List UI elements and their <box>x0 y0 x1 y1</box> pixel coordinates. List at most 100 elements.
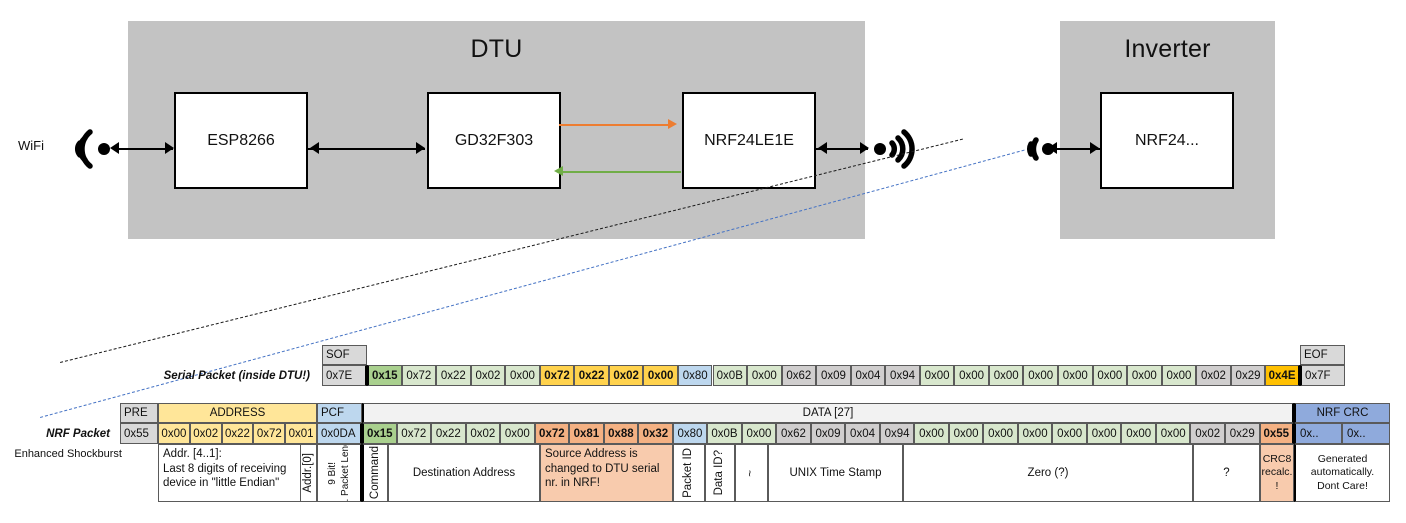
annotation-tilde-text: ~ <box>744 469 757 477</box>
nrf-byte-cell: 0x00 <box>1052 423 1087 444</box>
inverter-enclosure: Inverter <box>1060 21 1275 239</box>
arrow-nrf-to-gd32-rx <box>554 165 563 176</box>
link-esp-gd32 <box>308 148 425 150</box>
nrf-byte-cell: 0x09 <box>810 423 846 444</box>
nrf-byte-cell: 0x00 <box>1017 423 1053 444</box>
annotation-command: Command <box>362 444 388 502</box>
chip-nrf24-inverter-label: NRF24... <box>1134 131 1199 149</box>
annotation-zero-text: Zero (?) <box>1027 466 1069 479</box>
chip-esp8266: ESP8266 <box>174 92 308 189</box>
nrf-packet-label: NRF Packet <box>46 428 110 440</box>
annotation-source-address: Source Address is changed to DTU serial … <box>540 444 673 502</box>
serial-byte-cell: 0x00 <box>988 365 1024 386</box>
chip-gd32f303-label: GD32F303 <box>454 131 534 149</box>
nrf-pre-header: PRE <box>120 403 158 423</box>
serial-byte-cell: 0x00 <box>1092 365 1128 386</box>
nrf-packet-sublabel: Enhanced Shockburst <box>14 448 122 460</box>
nrf-byte-cell: 0x80 <box>672 423 708 444</box>
arrow-esp-to-wifi <box>110 142 119 154</box>
serial-byte-cell: 0x15 <box>367 365 402 386</box>
nrf-byte-cell: 0x81 <box>569 423 604 444</box>
serial-byte-cell: 0x04 <box>850 365 886 386</box>
arrow-gd32-to-nrf-tx <box>668 118 677 129</box>
annotation-crc8-line1: CRC8 <box>1262 453 1292 466</box>
nrf-byte-cell: 0x72 <box>534 423 570 444</box>
link-gd32-to-nrf-tx <box>559 124 671 126</box>
link-wifi-esp <box>115 148 173 150</box>
serial-byte-cell: 0x00 <box>505 365 540 386</box>
wifi-antenna-icon <box>60 120 120 183</box>
nrf-address-byte-cell: 0x01 <box>285 423 317 444</box>
annotation-packet-id: Packet ID <box>673 444 705 502</box>
nrf-byte-cell: 0x00 <box>741 423 777 444</box>
chip-nrf24le1e-label: NRF24LE1E <box>704 131 794 149</box>
annotation-destination-address-text: Destination Address <box>412 466 516 479</box>
serial-byte-cell: 0x02 <box>608 365 644 386</box>
nrf-byte-cell: 0x00 <box>500 423 535 444</box>
arrow-antenna-to-nrf <box>818 142 827 154</box>
serial-byte-cell: 0x94 <box>885 365 920 386</box>
annotation-data-id: Data ID? <box>705 444 735 502</box>
nrf-address-byte-cell: 0x72 <box>253 423 286 444</box>
serial-byte-cell: 0x22 <box>574 365 609 386</box>
annotation-address-text: Addr. [4..1]: Last 8 digits of receiving… <box>163 448 287 490</box>
serial-sof-header: SOF <box>322 345 367 365</box>
serial-byte-cell: 0x02 <box>470 365 506 386</box>
nrf-byte-cell: 0x15 <box>362 423 397 444</box>
nrf-byte-cell: 0x00 <box>948 423 984 444</box>
annotation-nrf-crc: Generated automatically. Dont Care! <box>1294 444 1390 502</box>
serial-byte-cell: 0x4E <box>1265 365 1300 386</box>
serial-byte-cell: 0x00 <box>919 365 955 386</box>
annotation-question-text: ? <box>1223 466 1230 479</box>
annotation-packet-id-text: Packet ID <box>682 448 695 498</box>
link-inverter-antenna-nrf <box>1050 148 1100 150</box>
packet-tables: Serial Packet (inside DTU!) SOF 0x7E 0x1… <box>0 340 1406 523</box>
nrf-address-byte-cell: 0x02 <box>189 423 222 444</box>
serial-eof-value: 0x7F <box>1300 365 1345 386</box>
nrf-byte-cell: 0x62 <box>776 423 811 444</box>
annotation-question: ? <box>1193 444 1260 502</box>
serial-byte-cell: 0x29 <box>1230 365 1266 386</box>
nrf-byte-cell: 0x29 <box>1225 423 1260 444</box>
arrow-gd32-to-esp <box>310 142 319 154</box>
nrf-data-header: DATA [27] <box>362 403 1294 423</box>
wifi-label: WiFi <box>18 138 44 153</box>
annotation-addr0-text: Addr.[0] <box>301 453 314 493</box>
serial-packet-label: Serial Packet (inside DTU!) <box>163 370 310 382</box>
serial-byte-cell: 0x00 <box>1023 365 1058 386</box>
chip-esp8266-label: ESP8266 <box>207 131 275 149</box>
nrf-crc-byte-cell: 0x.. <box>1342 423 1390 444</box>
annotation-pcf-line2: Inc. Packet Length <box>340 444 351 502</box>
nrf-byte-cell: 0x02 <box>1190 423 1225 444</box>
annotation-command-text: Command <box>368 446 381 500</box>
annotation-addr0: Addr.[0] <box>300 444 317 502</box>
annotation-source-address-text: Source Address is changed to DTU serial … <box>545 448 660 490</box>
arrow-antenna-to-nrf24 <box>1090 142 1099 154</box>
nrf-address-byte-cell: 0x00 <box>158 423 190 444</box>
annotation-crc8-line2: recalc. <box>1261 466 1293 479</box>
nrf-crc-header: NRF CRC <box>1294 403 1390 423</box>
nrf-byte-cell: 0x0B <box>707 423 742 444</box>
serial-byte-cell: 0x02 <box>1196 365 1231 386</box>
serial-byte-cell: 0x0B <box>712 365 748 386</box>
link-nrf-antenna <box>816 148 868 150</box>
serial-byte-cell: 0x22 <box>436 365 471 386</box>
serial-byte-cell: 0x72 <box>401 365 437 386</box>
annotation-pcf-line1: 9 Bit! <box>326 461 338 485</box>
annotation-pcf: 9 Bit! Inc. Packet Length <box>317 444 362 502</box>
nrf-address-header: ADDRESS <box>158 403 317 423</box>
annotation-tilde: ~ <box>735 444 768 502</box>
arrow-esp-to-gd32 <box>416 142 425 154</box>
nrf-byte-cell: 0x00 <box>983 423 1018 444</box>
serial-byte-cell: 0x72 <box>539 365 575 386</box>
arrow-nrf-to-antenna <box>860 142 869 154</box>
serial-byte-cell: 0x80 <box>677 365 713 386</box>
dtu-radio-antenna-icon <box>866 120 924 183</box>
nrf-crc-byte-cell: 0x.. <box>1294 423 1342 444</box>
nrf-byte-cell: 0x00 <box>1086 423 1122 444</box>
nrf-byte-cell: 0x72 <box>396 423 432 444</box>
chip-gd32f303: GD32F303 <box>427 92 561 189</box>
chip-nrf24-inverter: NRF24... <box>1100 92 1234 189</box>
nrf-byte-cell: 0x94 <box>879 423 915 444</box>
dtu-title: DTU <box>470 35 523 63</box>
